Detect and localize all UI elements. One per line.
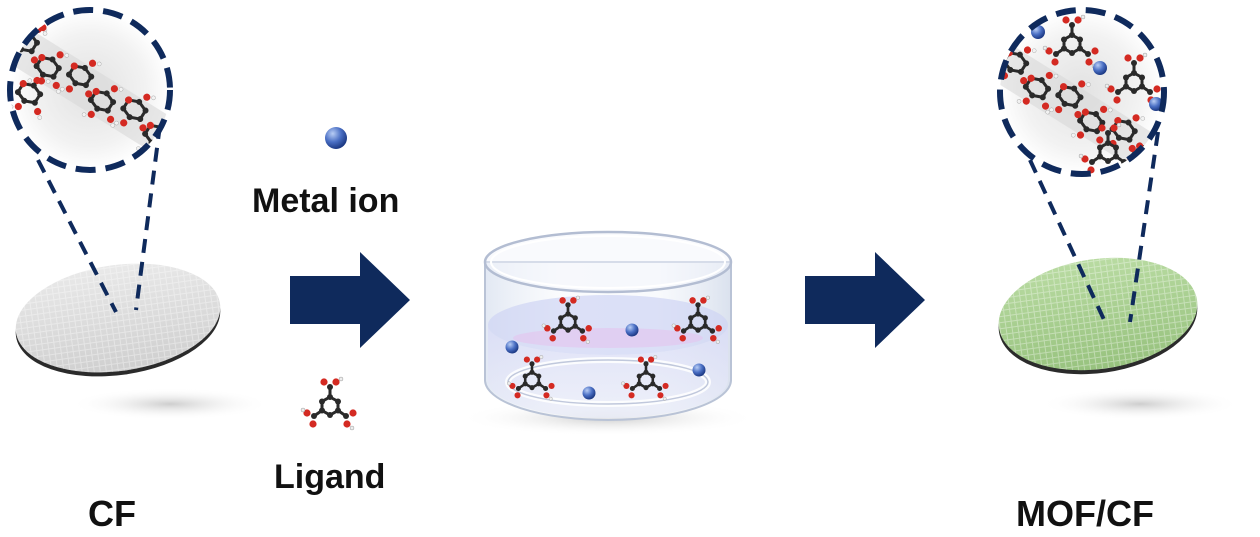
mof-zoom-guides xyxy=(1028,131,1160,325)
mof-cf-label: MOF/CF xyxy=(1016,493,1154,534)
ligand-label: Ligand xyxy=(274,458,386,496)
mof-cf-disc xyxy=(998,257,1198,375)
cf-shadow xyxy=(70,388,270,420)
right-arrow-icon xyxy=(805,252,925,348)
metal-ion-icon xyxy=(582,386,596,400)
metal-ion-icon xyxy=(692,363,706,377)
mof-shadow xyxy=(1040,388,1240,420)
cf-zoom-guides xyxy=(36,124,162,313)
cf-zoom-lens xyxy=(7,7,173,173)
metal-ion-icon xyxy=(625,323,639,337)
metal-ion-icon xyxy=(505,340,519,354)
cellulose-chain-icon xyxy=(10,10,170,169)
metal-ion-icon xyxy=(325,127,347,149)
mof-zoom-lens xyxy=(997,7,1167,177)
cf-disc xyxy=(15,263,221,377)
right-arrow-icon xyxy=(290,252,410,348)
metal-ion-label: Metal ion xyxy=(252,182,400,220)
petri-dish-icon xyxy=(483,230,733,421)
metal-ion-icon xyxy=(1093,61,1107,75)
cf-label: CF xyxy=(88,493,136,534)
ligand-molecule-icon xyxy=(299,375,359,432)
